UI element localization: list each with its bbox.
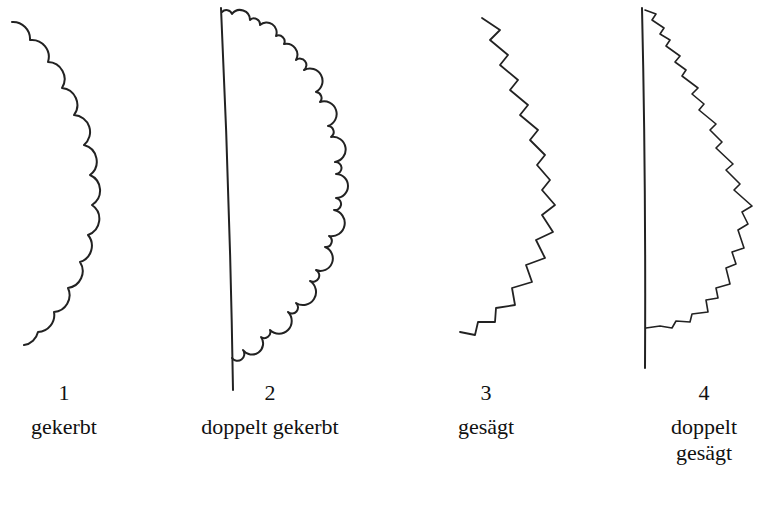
margin-type-label: gekerbt [4,414,124,440]
margin-type-label: doppelt gesägt [656,414,752,466]
callout-number: 2 [240,380,300,406]
serrate-margin [460,18,555,335]
callout-number: 1 [34,380,94,406]
crenate-margin [12,22,100,345]
margin-type-label: doppelt gekerbt [165,414,375,440]
double-serrate-margin [645,10,752,328]
midrib [221,8,233,390]
midrib [642,8,645,368]
callout-number: 4 [674,380,734,406]
double-crenate-margin [222,10,348,361]
callout-number: 3 [456,380,516,406]
margin-type-label: gesägt [426,414,546,440]
